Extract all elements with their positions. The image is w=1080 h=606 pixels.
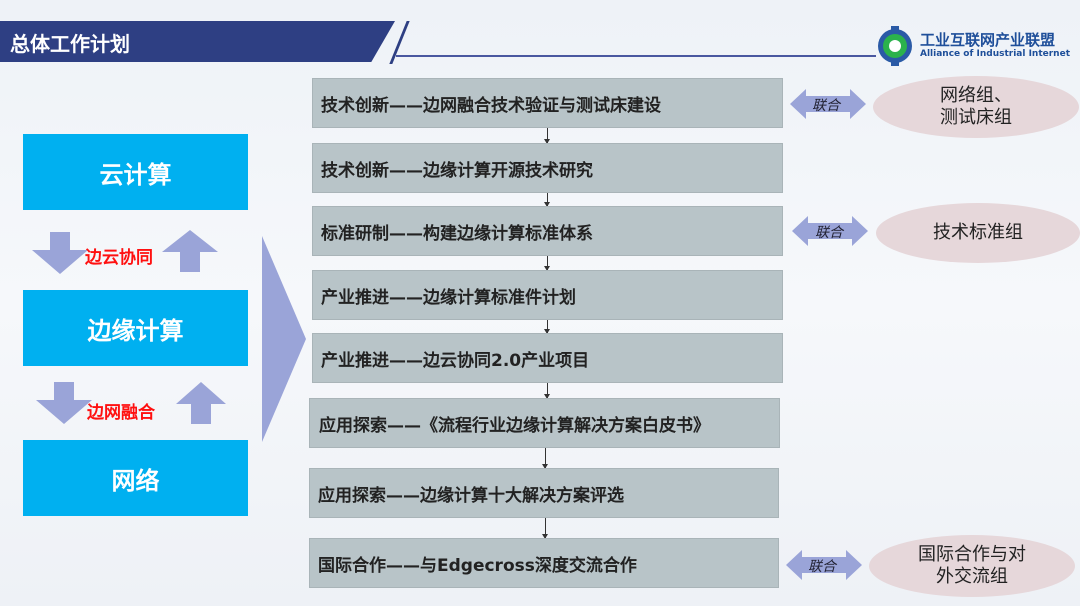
page-title: 总体工作计划 [10,32,130,56]
group-ellipse: 国际合作与对外交流组 [869,535,1075,597]
header-rule [396,55,876,57]
connector-arrow [544,383,550,399]
logo-name-cn: 工业互联网产业联盟 [920,31,1056,49]
connector-arrow [542,518,548,539]
group-ellipse: 技术标准组 [876,203,1080,263]
joint-label: 联合 [815,225,843,241]
plan-item: 产业推进——边云协同2.0产业项目 [312,333,783,383]
joint-label: 联合 [808,559,836,575]
plan-item: 产业推进——边缘计算标准件计划 [312,270,783,320]
title-divider [389,21,410,64]
logo-name-en: Alliance of Industrial Internet [920,49,1070,59]
chevron-right-arrow-icon [262,236,306,442]
group-name: 外交流组 [936,566,1008,587]
block-edge: 边缘计算 [23,290,248,366]
connector-arrow [544,128,550,144]
joint-label: 联合 [812,98,840,114]
block-cloud: 云计算 [23,134,248,210]
group-ellipse: 网络组、测试床组 [873,76,1079,138]
block-network: 网络 [23,440,248,516]
group-name: 技术标准组 [933,222,1023,243]
double-arrow-icon [790,89,866,119]
updown-arrows-icon [36,382,226,424]
connector-arrow [544,320,550,334]
connector-arrow [544,256,550,271]
group-name: 网络组、 [940,85,1012,106]
plan-item: 标准研制——构建边缘计算标准体系 [312,206,783,256]
link-edge-cloud: 边云协同 [85,248,153,268]
connector-arrow [544,193,550,207]
connector-arrow [542,448,548,469]
double-arrow-icon [786,550,862,580]
plan-item: 技术创新——边缘计算开源技术研究 [312,143,783,193]
plan-item: 技术创新——边网融合技术验证与测试床建设 [312,78,783,128]
double-arrow-icon [792,216,868,246]
updown-arrows-icon [32,230,218,274]
link-edge-network: 边网融合 [87,403,155,423]
alliance-gear-logo-icon [878,26,912,66]
title-bar [0,21,395,62]
plan-item: 应用探索——边缘计算十大解决方案评选 [309,468,779,518]
group-name: 国际合作与对 [918,544,1026,565]
plan-item: 国际合作——与Edgecross深度交流合作 [309,538,779,588]
plan-item: 应用探索——《流程行业边缘计算解决方案白皮书》 [309,398,780,448]
group-name: 测试床组 [940,107,1012,128]
